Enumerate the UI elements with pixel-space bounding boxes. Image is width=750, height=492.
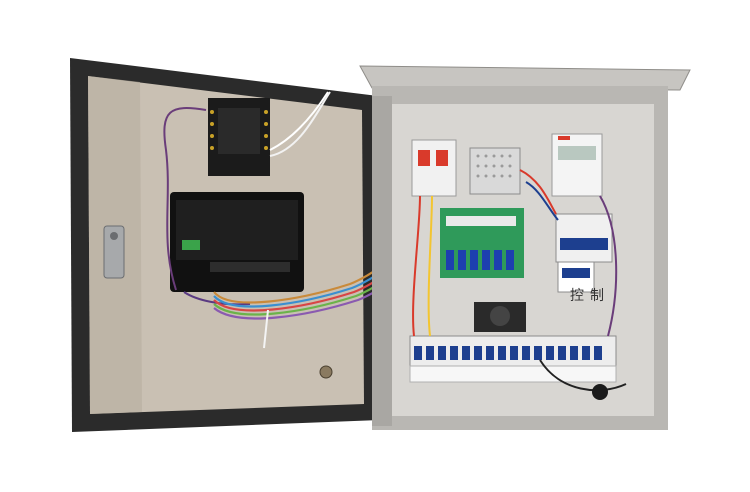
door-wiring	[163, 91, 331, 306]
handwritten-label-a: 控	[570, 288, 584, 304]
door-lock	[319, 365, 333, 379]
open-door	[70, 58, 449, 432]
door-latch	[103, 225, 125, 279]
contactor-mid	[557, 261, 595, 293]
cabinet-wiring	[412, 169, 627, 392]
terminal-strip	[409, 335, 617, 383]
hinge-edge	[372, 96, 392, 426]
circuit-breaker	[411, 139, 457, 197]
zip-tie	[263, 309, 269, 349]
relay-board	[440, 208, 524, 278]
contactor-top	[555, 213, 613, 263]
controller-unit	[170, 192, 304, 292]
time-controller	[551, 133, 603, 197]
cabinet-roof	[359, 65, 691, 91]
transformer	[208, 98, 270, 176]
cable-gland	[592, 384, 608, 400]
cabinet-body: 控 制	[359, 65, 691, 430]
fan	[474, 302, 526, 332]
handwritten-label-b: 制	[590, 288, 604, 304]
power-supply	[469, 147, 521, 195]
